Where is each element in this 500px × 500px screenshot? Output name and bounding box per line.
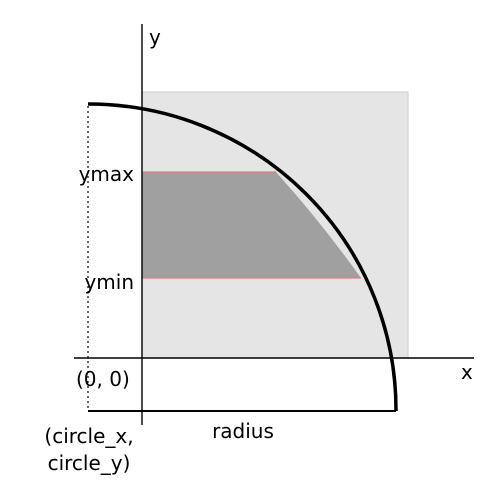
circle-center-label-line1: (circle_x, bbox=[44, 424, 133, 448]
quarter-circle-arc bbox=[87, 102, 398, 412]
ymin-label: ymin bbox=[84, 270, 134, 294]
x-axis-label: x bbox=[461, 360, 473, 384]
radius-label: radius bbox=[212, 419, 274, 443]
ymax-label: ymax bbox=[79, 162, 135, 186]
y-axis-label: y bbox=[149, 25, 161, 49]
origin-label: (0, 0) bbox=[76, 367, 130, 391]
circle-center-label-line2: circle_y) bbox=[48, 451, 131, 475]
ymin-ymax-band bbox=[142, 172, 361, 278]
